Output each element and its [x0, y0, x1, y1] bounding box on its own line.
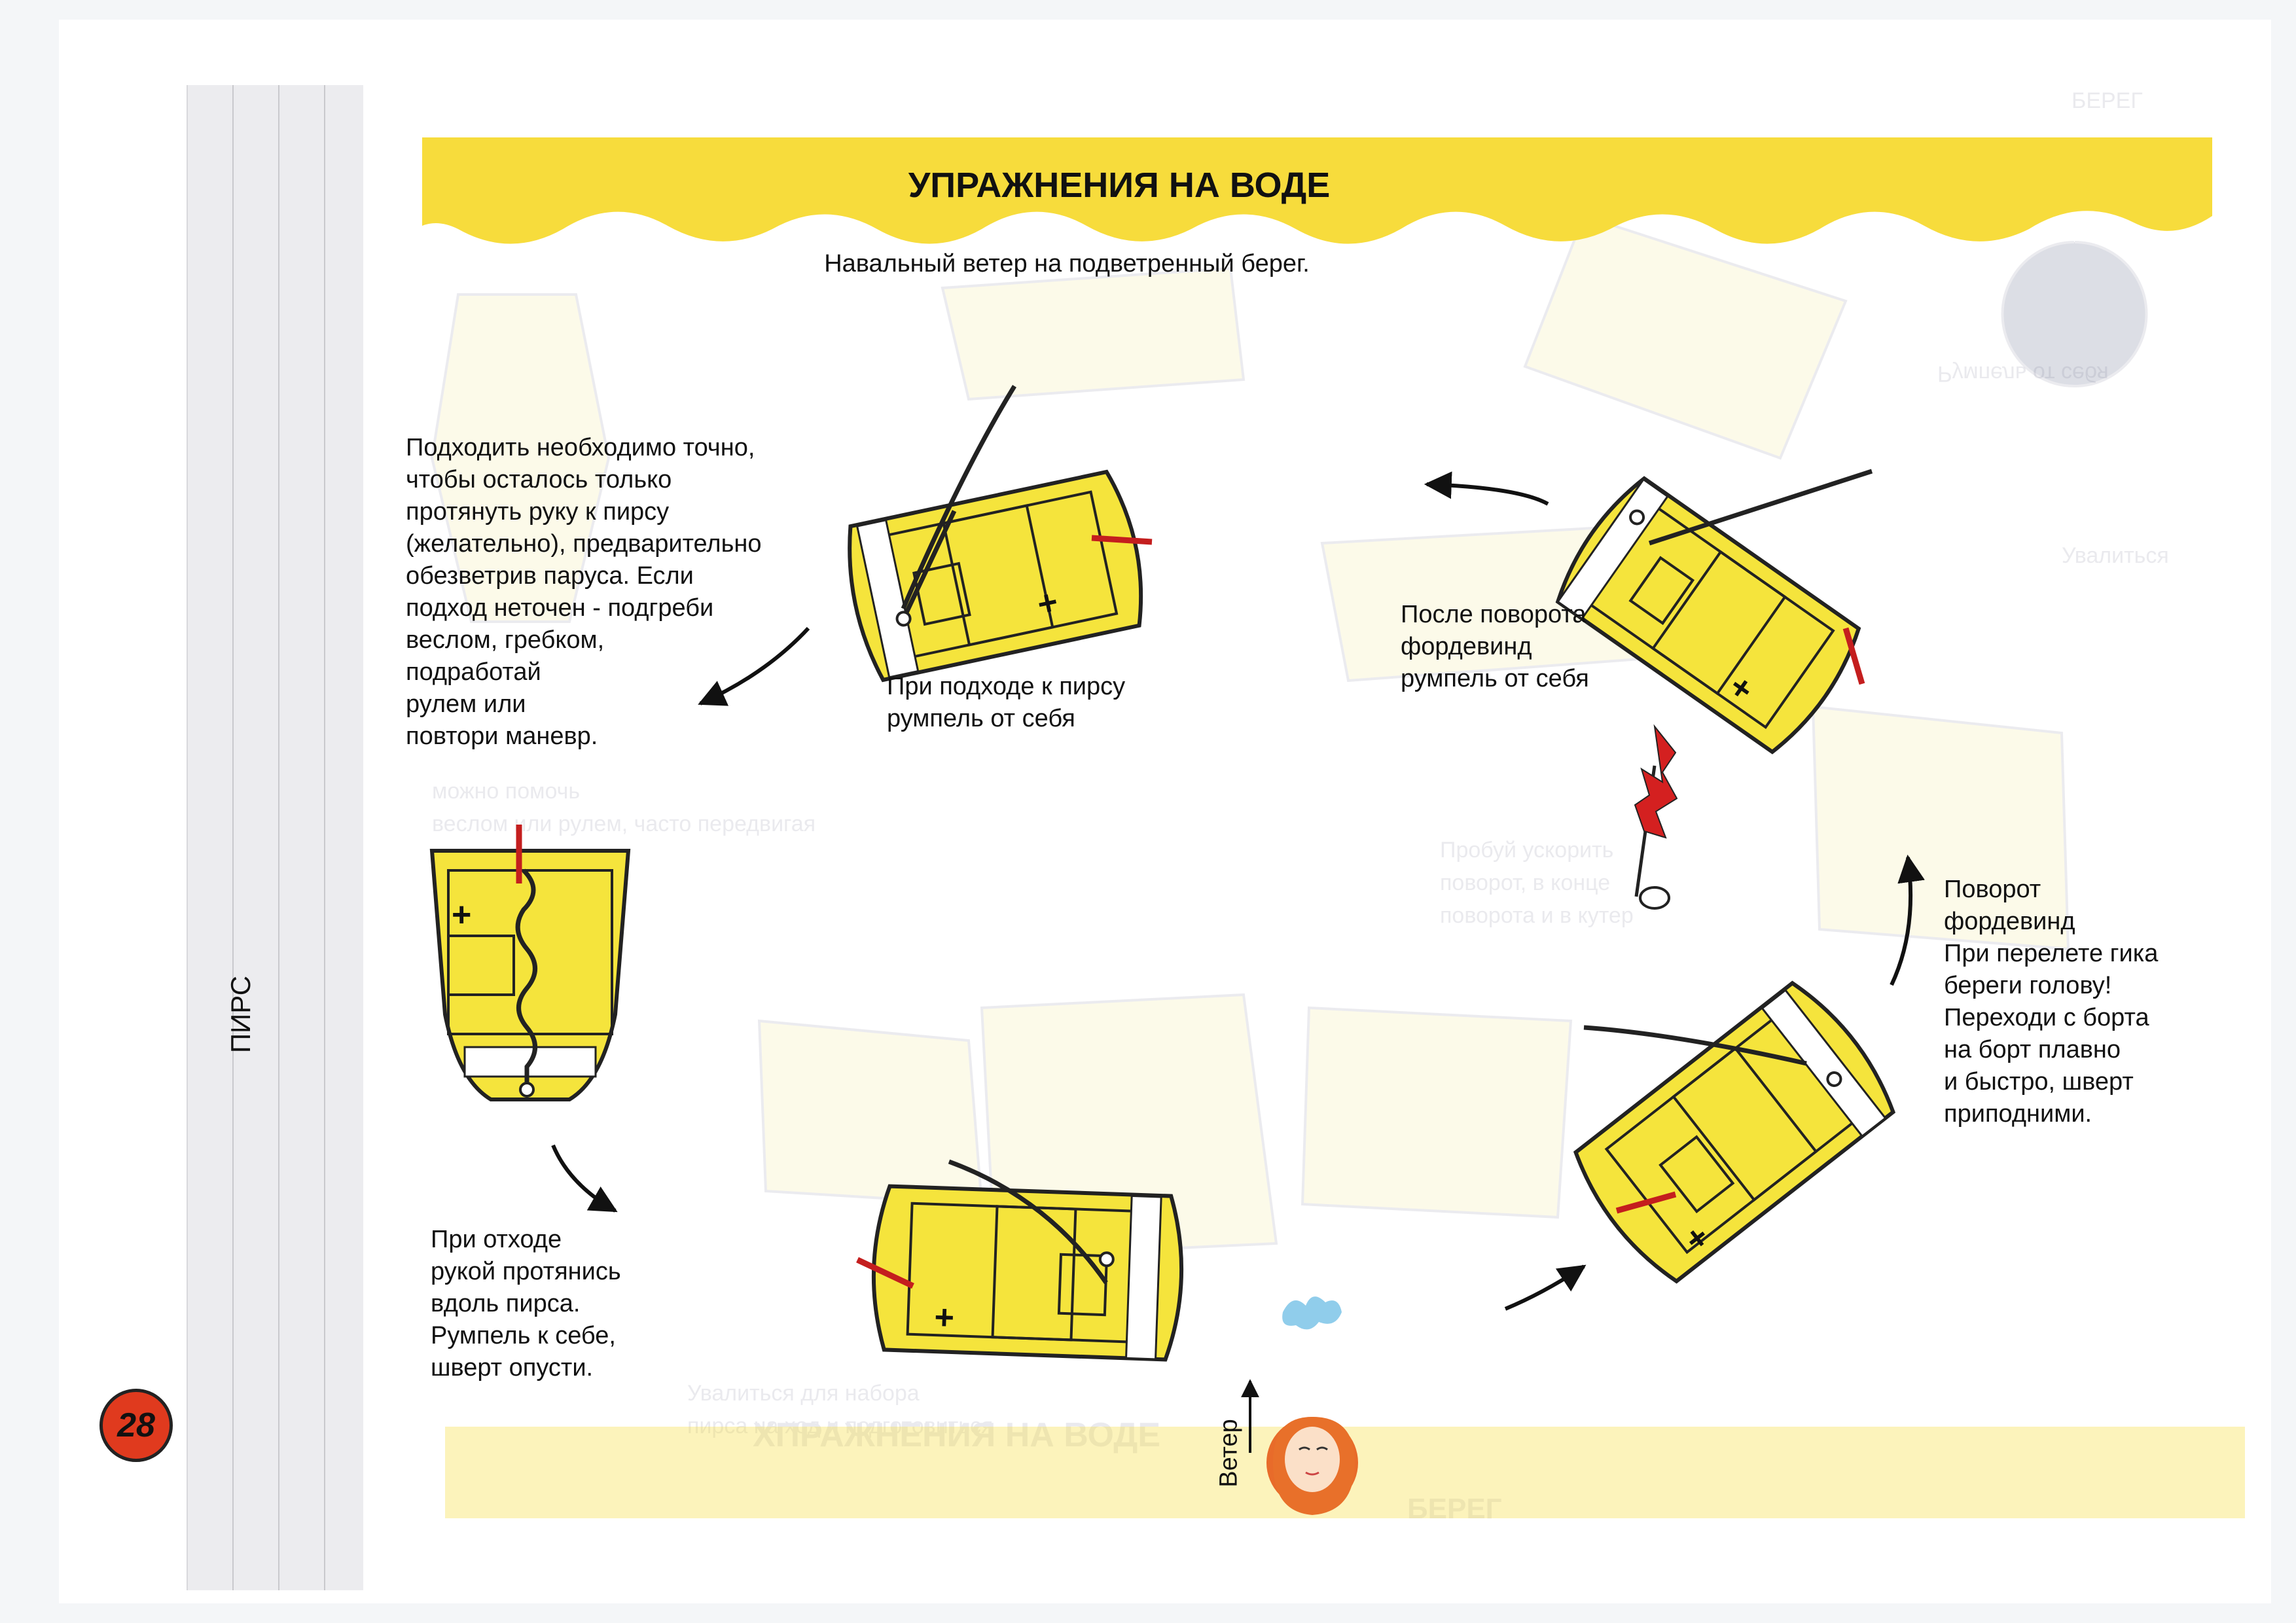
- wind-label: Ветер: [1215, 1418, 1243, 1488]
- svg-text:пирса на ход и подготовиться: пирса на ход и подготовиться: [687, 1414, 993, 1438]
- note-after-jibe: После поворота фордевинд румпель от себя: [1401, 601, 1589, 692]
- note-at-pier: При подходе к пирсу румпель от себя: [887, 673, 1126, 732]
- svg-text:Румпель от себя: Румпель от себя: [1937, 361, 2109, 386]
- svg-text:Увалиться для набора: Увалиться для набора: [687, 1381, 920, 1406]
- svg-text:ХПРАЖНЕНИЯ НА ВОДЕ: ХПРАЖНЕНИЯ НА ВОДЕ: [753, 1416, 1160, 1454]
- wind-face-icon: [1266, 1417, 1358, 1515]
- page-number-badge: 28: [99, 1389, 173, 1462]
- boat-approach: +: [848, 469, 1143, 683]
- svg-text:поворота и в кутер: поворота и в кутер: [1440, 903, 1634, 928]
- boat-at-pier: +: [429, 849, 631, 1101]
- wind-flag-icon: [1634, 724, 1678, 910]
- svg-text:+: +: [934, 1298, 955, 1337]
- arrow-after-jibe: [1424, 471, 1549, 506]
- arrow-to-pier: [698, 626, 810, 706]
- svg-text:веслом или рулем, часто передв: веслом или рулем, часто передвигая: [432, 812, 816, 836]
- note-departure: При отходе рукой протянись вдоль пирса. …: [431, 1226, 621, 1382]
- arrow-departure: [551, 1144, 618, 1213]
- svg-text:поворот, в конце: поворот, в конце: [1440, 870, 1610, 895]
- svg-text:можно помочь: можно помочь: [432, 779, 580, 804]
- pier: [187, 85, 363, 1590]
- svg-text:Пробуй ускорить: Пробуй ускорить: [1440, 838, 1613, 863]
- arrow-to-jibe: [1504, 1264, 1587, 1311]
- svg-text:Увалиться: Увалиться: [2062, 543, 2169, 568]
- wind-puff-icon: [1282, 1296, 1342, 1330]
- boat-jibe: +: [1573, 980, 1896, 1284]
- boat-after-jibe: +: [1555, 476, 1861, 755]
- page-subtitle: Навальный ветер на подветренный берег.: [824, 250, 1310, 277]
- svg-text:+: +: [452, 896, 471, 934]
- boat-departure: +: [871, 1184, 1184, 1362]
- page-number: 28: [117, 1406, 155, 1444]
- arrow-jibe: [1890, 854, 1925, 986]
- page-title: УПРАЖНЕНИЯ НА ВОДЕ: [908, 166, 1331, 205]
- note-approach: Подходить необходимо точно, чтобы остало…: [406, 434, 762, 750]
- svg-text:БЕРЕГ: БЕРЕГ: [1407, 1493, 1502, 1525]
- svg-text:БЕРЕГ: БЕРЕГ: [2072, 88, 2143, 113]
- note-jibe: Поворот фордевинд При перелете гика бере…: [1944, 876, 2159, 1128]
